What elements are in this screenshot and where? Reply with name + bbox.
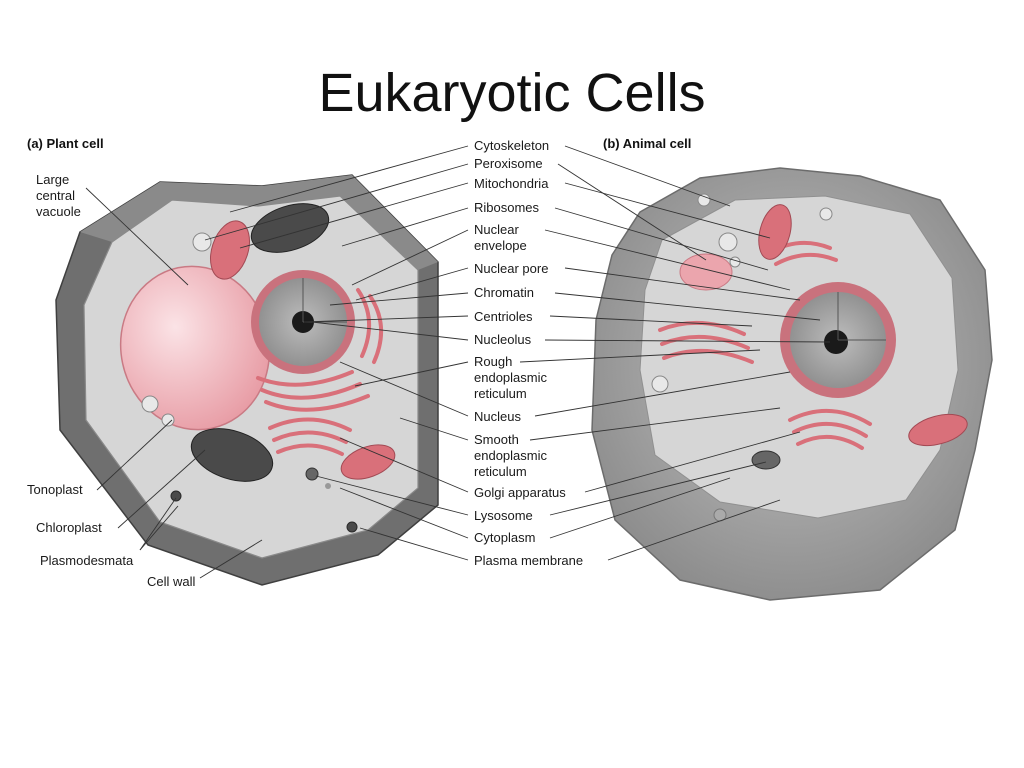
label-cytoskeleton: Cytoskeleton [474,138,549,153]
animal-peroxisome-shape [679,253,733,291]
label-lysosome: Lysosome [474,508,533,523]
animal-cell-heading: (b) Animal cell [603,136,691,151]
label-nucleolus: Nucleolus [474,332,532,347]
label-peroxisome: Peroxisome [474,156,543,171]
plant-golgi-shape [268,417,352,456]
plant-cell-heading: (a) Plant cell [27,136,104,151]
label-chromatin: Chromatin [474,285,534,300]
label-cell-wall: Cell wall [147,574,196,589]
label-large-central-vacuole: Large central vacuole [36,172,81,219]
animal-lysosome-shape [751,450,781,470]
plant-cell [55,174,439,586]
animal-cell [591,167,993,601]
label-cytoplasm: Cytoplasm [474,530,535,545]
label-nuclear-pore: Nuclear pore [474,261,548,276]
plant-chloroplast-1 [250,203,330,253]
animal-mitochondrion-1 [758,204,792,260]
animal-mitochondrion-2 [908,413,968,447]
label-centrioles: Centrioles [474,309,533,324]
center-label-column: CytoskeletonPeroxisomeMitochondriaRiboso… [474,138,583,568]
plant-chloroplast-2 [190,428,274,482]
label-tonoplast: Tonoplast [27,482,83,497]
label-nucleus: Nucleus [474,409,521,424]
label-ribosomes: Ribosomes [474,200,540,215]
label-mitochondria: Mitochondria [474,176,549,191]
animal-nucleolus-shape [824,330,848,354]
slide-title: Eukaryotic Cells [318,63,706,123]
animal-golgi-shape [788,409,872,450]
label-leaders [85,145,831,579]
label-plasma-membrane: Plasma membrane [474,553,583,568]
label-plasmodesmata: Plasmodesmata [40,553,134,568]
label-chloroplast: Chloroplast [36,520,102,535]
label-golgi-apparatus: Golgi apparatus [474,485,566,500]
